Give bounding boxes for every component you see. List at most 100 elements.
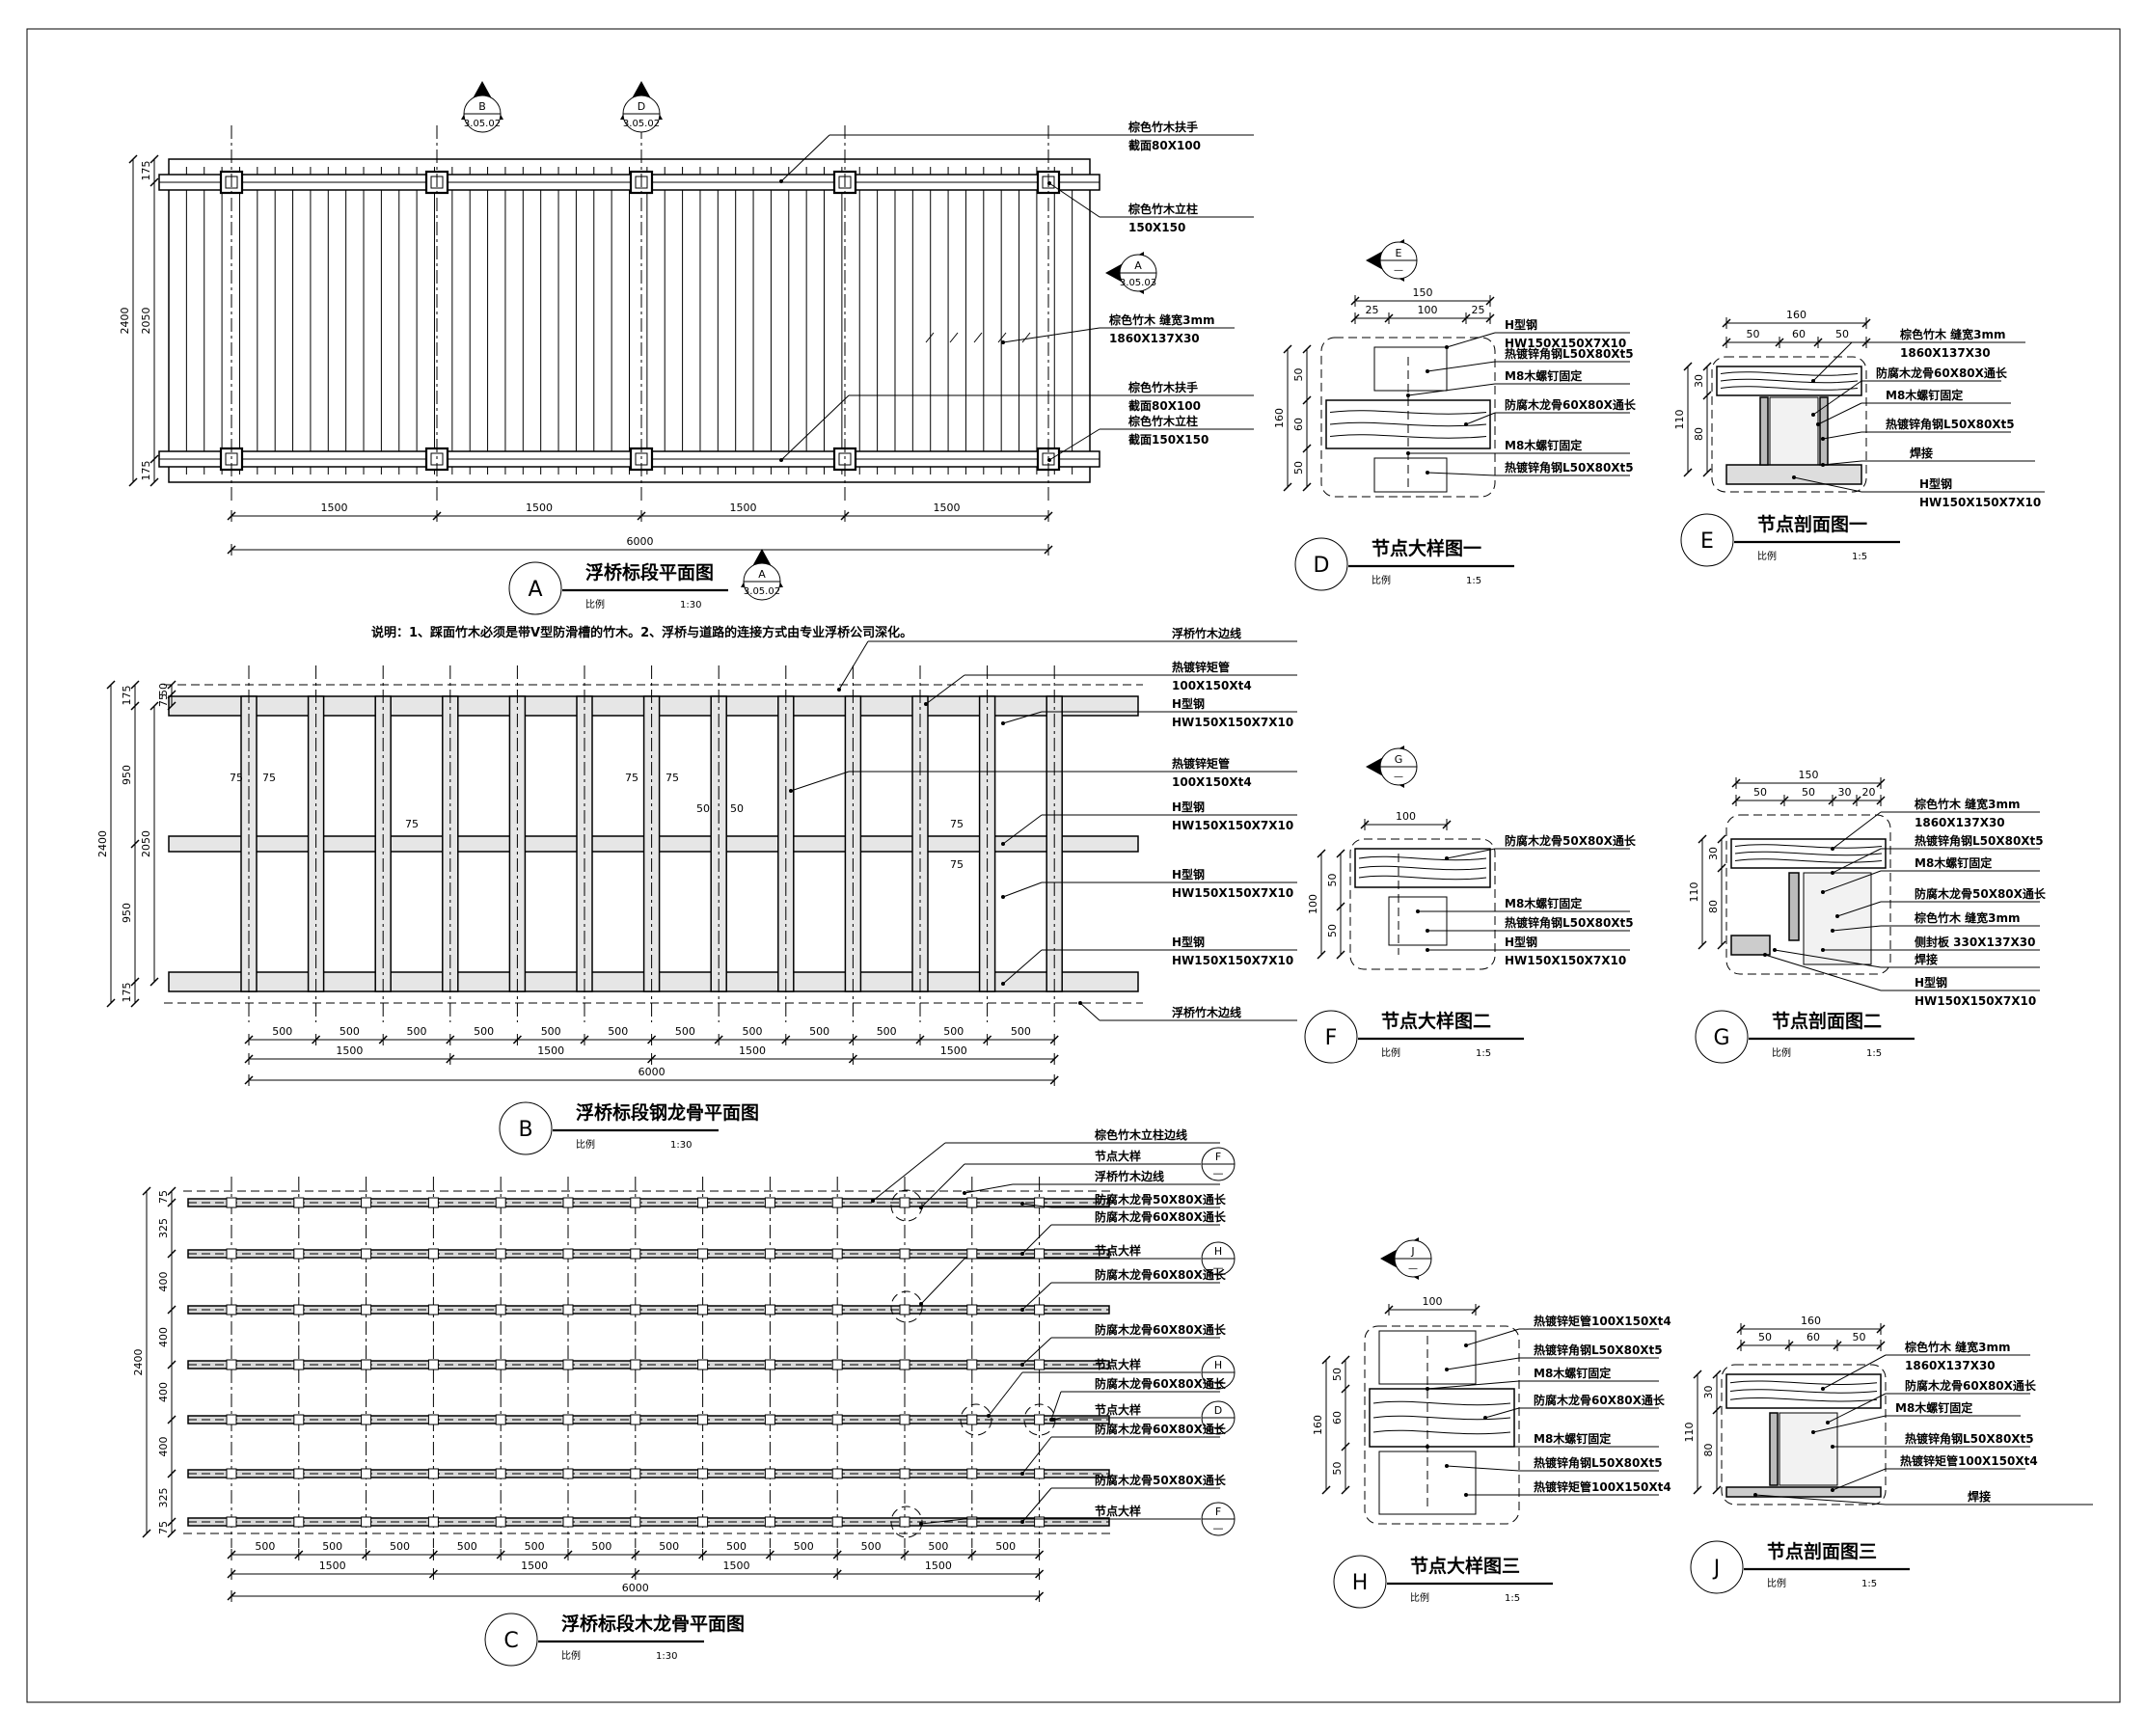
dimension-tick (1321, 1355, 1331, 1365)
scale-label: 比例 (576, 1138, 595, 1151)
dimension-tick (1341, 1384, 1350, 1394)
h-beam-flange (1730, 935, 1771, 956)
dimension-tick (167, 1198, 177, 1207)
annotation-label: H型钢 (1172, 800, 1205, 814)
dimension-tick (1341, 1442, 1350, 1451)
dimension-label: 50 (157, 683, 170, 696)
dimension-label: 400 (157, 1437, 170, 1457)
connector-block (562, 1516, 574, 1528)
annotation-label: H型钢 (1919, 476, 1952, 491)
leader-line (1832, 811, 1882, 850)
dimension-label: 50 (1758, 1331, 1772, 1343)
wood-grain (1372, 1429, 1511, 1435)
dimension-label: 100 (1396, 810, 1416, 823)
connector-block (495, 1414, 506, 1425)
leader-dot (1020, 1252, 1024, 1256)
leader-dot (1821, 890, 1825, 894)
board-gap-mark (1021, 332, 1031, 343)
dimension-label: 500 (255, 1540, 275, 1553)
dimension-label: 500 (340, 1025, 360, 1038)
annotation-label: 棕色竹木立柱 (1127, 414, 1198, 428)
leader-line (1021, 1203, 1052, 1208)
connector-block (764, 1359, 775, 1370)
connector-block (562, 1468, 574, 1479)
annotation-label: 节点大样 (1095, 1149, 1141, 1163)
marker-letter: D (638, 100, 645, 113)
connector-block (1034, 1304, 1046, 1316)
connector-block (831, 1468, 843, 1479)
annotation-label: 截面80X100 (1128, 398, 1201, 413)
leader-line (1021, 1224, 1052, 1255)
dimension-label: 1500 (730, 502, 757, 514)
leader-dot (1445, 345, 1449, 349)
annotation-label: 热镀锌角钢L50X80Xt5 (1505, 460, 1634, 475)
dimension-tick (130, 701, 140, 711)
timber-joist-section (1769, 396, 1819, 466)
dimension-tick (167, 1360, 177, 1370)
dimension-label: 60 (1292, 418, 1305, 431)
connector-block (293, 1414, 305, 1425)
connector-block (764, 1414, 775, 1425)
connector-block (697, 1248, 709, 1260)
dimension-tick (1302, 482, 1312, 492)
connector-block (293, 1468, 305, 1479)
dimension-tick (1341, 1355, 1350, 1365)
dimension-tick (1698, 834, 1707, 844)
detail-f: G—1005050100防腐木龙骨50X80X通长M8木螺钉固定热镀锌角钢L50… (1304, 746, 1637, 1064)
dimension-tick (167, 1469, 177, 1478)
leader-dot (1811, 379, 1815, 383)
dimension-label: 500 (726, 1540, 747, 1553)
dimension-label: 1500 (521, 1560, 548, 1572)
annotation-label: 热镀锌角钢L50X80Xt5 (1505, 915, 1634, 930)
detail-bubble (890, 1290, 923, 1323)
connector-block (764, 1248, 775, 1260)
annotation-label: H型钢 (1505, 935, 1537, 949)
title-circle (1690, 1540, 1744, 1594)
connector-block (293, 1304, 305, 1316)
leader-dot (1763, 953, 1767, 957)
dimension-label: 50 (1802, 786, 1815, 799)
title-circle (499, 1101, 553, 1155)
wood-grain (1358, 875, 1487, 881)
dimension-tick (1683, 468, 1693, 477)
title-circle (508, 561, 562, 615)
detail-boundary (1725, 814, 1891, 975)
scale-value: 1:5 (1505, 1593, 1520, 1604)
leader-line (1832, 848, 1882, 874)
dimension-label: 50 (1753, 786, 1767, 799)
annotation-label: M8木螺钉固定 (1534, 1366, 1611, 1380)
connector-block (495, 1516, 506, 1528)
leader-line (1827, 1393, 1887, 1424)
title-circle-letter: A (528, 578, 542, 602)
connector-block (495, 1304, 506, 1316)
dimension-label: 175 (140, 161, 152, 181)
dimension-tick (1702, 362, 1712, 371)
title-circle-letter: B (518, 1118, 532, 1142)
leader-dot (1020, 1520, 1024, 1524)
dimension-label: 400 (157, 1327, 170, 1347)
scale-label: 比例 (1372, 574, 1391, 586)
inner-dimension: 75 (950, 818, 964, 830)
connector-block (226, 1516, 237, 1528)
connector-block (495, 1197, 506, 1208)
callout-sheet: — (1213, 1421, 1224, 1433)
board-gap-mark (997, 332, 1007, 343)
dimension-label: 950 (121, 903, 133, 923)
dimension-label: 80 (1702, 1444, 1715, 1457)
leader-dot (1821, 948, 1825, 952)
annotation-label: 棕色竹木 缝宽3mm (1899, 327, 2006, 341)
leader-line (1812, 1415, 1887, 1433)
dimension-tick (1283, 344, 1292, 354)
leader-dot (1826, 1421, 1830, 1424)
scale-value: 1:30 (670, 1140, 692, 1151)
leader-line (780, 134, 830, 182)
connector-block (562, 1359, 574, 1370)
connector-block (427, 1414, 439, 1425)
connector-block (697, 1516, 709, 1528)
scale-value: 1:5 (1476, 1048, 1491, 1059)
annotation-label: HW150X150X7X10 (1915, 994, 2036, 1008)
annotation-label: 热镀锌角钢L50X80Xt5 (1905, 1431, 2034, 1446)
dimension-label: 60 (1792, 328, 1806, 340)
annotation-label: 热镀锌角钢L50X80Xt5 (1534, 1343, 1663, 1357)
dimension-tick (149, 154, 159, 164)
